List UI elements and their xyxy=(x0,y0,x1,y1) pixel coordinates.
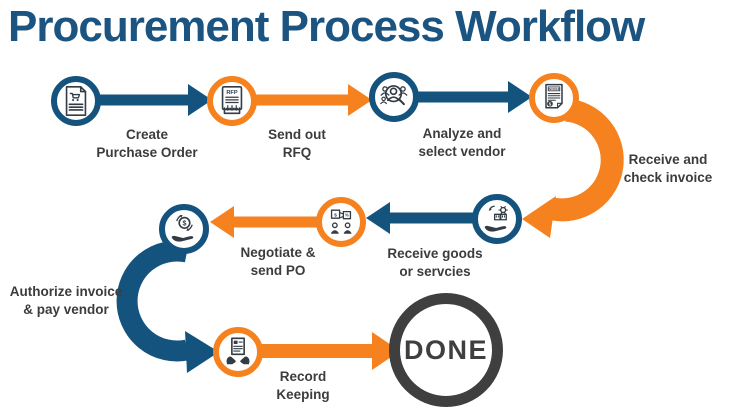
step-label-receive-goods: Receive goods or servcies xyxy=(365,245,505,280)
arrow-negotiate-to-authorize xyxy=(210,206,344,238)
step-circle-record-keeping xyxy=(213,327,263,377)
vendor-search-icon xyxy=(380,85,408,106)
step-circle-send-out-rfq: RFP xyxy=(207,76,257,126)
svg-text:$: $ xyxy=(334,212,337,218)
pay-vendor-icon: $ xyxy=(171,214,194,242)
invoice-icon: INVOICE $ xyxy=(545,83,563,109)
arrow-create-to-rfq xyxy=(90,84,212,116)
step-label-line: or servcies xyxy=(399,263,471,279)
svg-text:$: $ xyxy=(549,101,552,106)
step-label-line: Purchase Order xyxy=(96,144,198,160)
step-label-line: RFQ xyxy=(282,144,312,160)
step-circle-negotiate-send-po: $ % xyxy=(316,197,366,247)
step-circle-receive-goods xyxy=(472,194,522,244)
step-circle-receive-check-invoice: INVOICE $ xyxy=(529,73,579,123)
step-label-line: Record xyxy=(279,369,327,384)
step-circle-analyze-select-vendor xyxy=(369,72,419,122)
step-label-line: Negotiate & xyxy=(240,245,316,260)
svg-text:$: $ xyxy=(183,219,187,227)
step-label-record-keeping: Record Keeping xyxy=(258,368,348,403)
step-label-line: & pay vendor xyxy=(23,301,109,317)
step-label-line: Send out xyxy=(268,127,326,142)
step-label-authorize-pay-vendor: Authorize invoice & pay vendor xyxy=(0,283,132,318)
step-label-create-purchase-order: Create Purchase Order xyxy=(72,126,222,161)
rfq-document-icon: RFP xyxy=(221,86,243,115)
step-label-negotiate-send-po: Negotiate & send PO xyxy=(213,244,343,279)
step-label-line: check invoice xyxy=(623,169,713,185)
step-label-line: select vendor xyxy=(418,143,506,159)
negotiation-icon: $ % xyxy=(330,209,352,234)
step-label-line: send PO xyxy=(250,262,306,278)
arrow-goods-to-negotiate xyxy=(366,202,500,234)
record-keeping-icon xyxy=(226,337,250,365)
step-label-line: Keeping xyxy=(276,386,330,402)
step-label-line: Authorize invoice xyxy=(9,284,123,299)
arrow-authorize-to-record-head xyxy=(185,331,219,373)
svg-text:RFP: RFP xyxy=(226,90,238,96)
step-circle-create-purchase-order xyxy=(51,76,101,126)
step-label-receive-check-invoice: Receive and check invoice xyxy=(598,151,730,186)
step-label-send-out-rfq: Send out RFQ xyxy=(237,126,357,161)
done-circle: DONE xyxy=(389,293,503,407)
step-label-analyze-select-vendor: Analyze and select vendor xyxy=(387,125,537,160)
step-label-line: Create xyxy=(125,127,169,142)
arrow-rfq-to-analyze xyxy=(250,84,372,116)
goods-hand-icon xyxy=(484,205,508,232)
svg-text:%: % xyxy=(345,213,349,218)
svg-text:INVOICE: INVOICE xyxy=(548,87,560,91)
arrow-analyze-to-invoice xyxy=(412,81,532,113)
step-label-line: Receive and xyxy=(628,152,708,167)
step-circle-authorize-pay-vendor: $ xyxy=(159,204,209,254)
arrow-authorize-to-record-curve xyxy=(116,240,190,362)
arrow-invoice-to-goods-head xyxy=(522,196,556,238)
step-label-line: Receive goods xyxy=(387,246,483,261)
purchase-order-icon xyxy=(65,86,87,116)
arrow-record-to-done xyxy=(242,332,400,370)
page-title: Procurement Process Workflow xyxy=(8,2,645,51)
step-label-line: Analyze and xyxy=(422,126,502,141)
done-label: DONE xyxy=(403,334,488,365)
arrow-invoice-to-goods-curve xyxy=(550,98,624,222)
